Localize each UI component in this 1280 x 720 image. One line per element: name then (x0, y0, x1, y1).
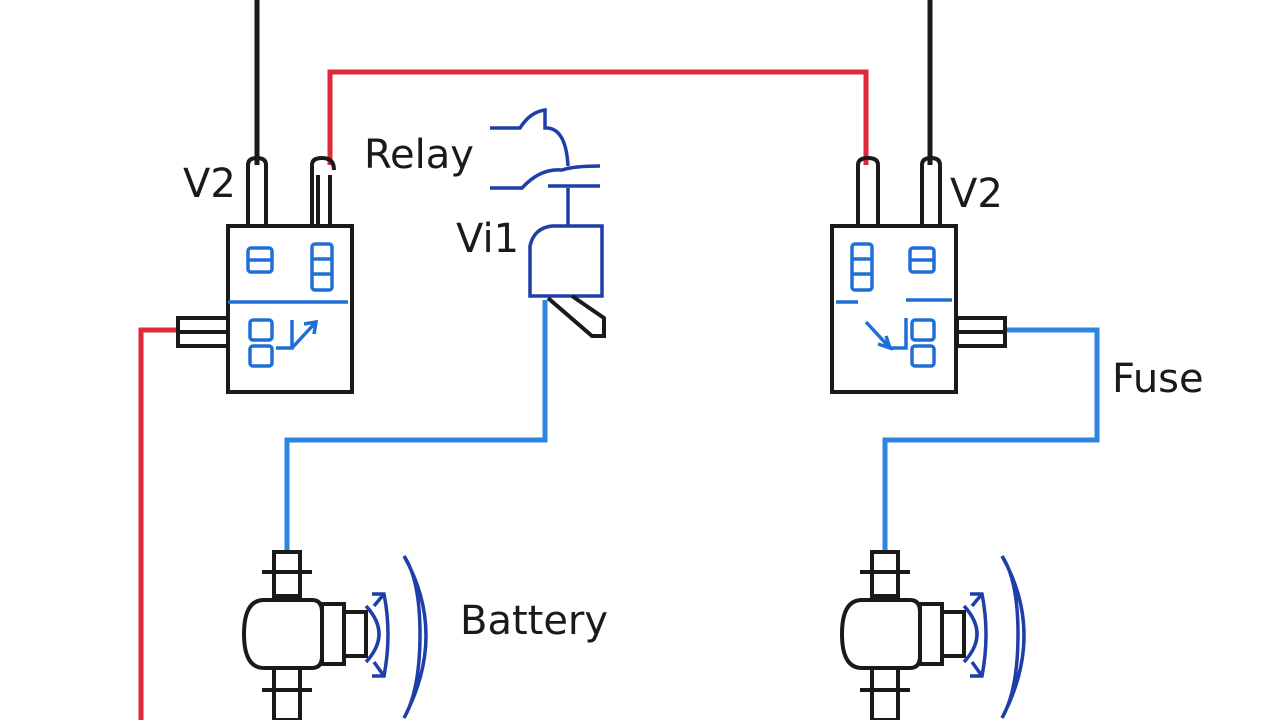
relay-coil-box (528, 224, 604, 298)
relay-label: Relay (364, 132, 474, 178)
relay-symbol (490, 108, 606, 338)
fuse-wire (882, 327, 1100, 552)
left-module-terminal-1 (246, 155, 268, 226)
left-module (176, 155, 354, 394)
positive-wires (138, 69, 869, 720)
relay-switch-contact (546, 294, 606, 338)
ground-wires (254, 0, 933, 165)
top-red-wire (327, 69, 869, 165)
left-red-wire (138, 327, 180, 720)
left-module-terminal-2 (310, 155, 336, 226)
relay-to-left-battery-wire (284, 300, 548, 552)
relay-input-label: Vi1 (456, 216, 519, 262)
right-module-label: V2 (950, 171, 1003, 217)
right-module-terminal-2 (920, 155, 942, 226)
left-battery-symbol (241, 550, 428, 720)
signal-wires (284, 300, 1100, 552)
left-module-label: V2 (183, 161, 236, 207)
fuse-label: Fuse (1112, 356, 1204, 402)
right-module-terminal-1 (856, 155, 880, 226)
right-battery-symbol (839, 550, 1026, 720)
right-module (830, 155, 1007, 394)
battery-label: Battery (460, 598, 608, 644)
